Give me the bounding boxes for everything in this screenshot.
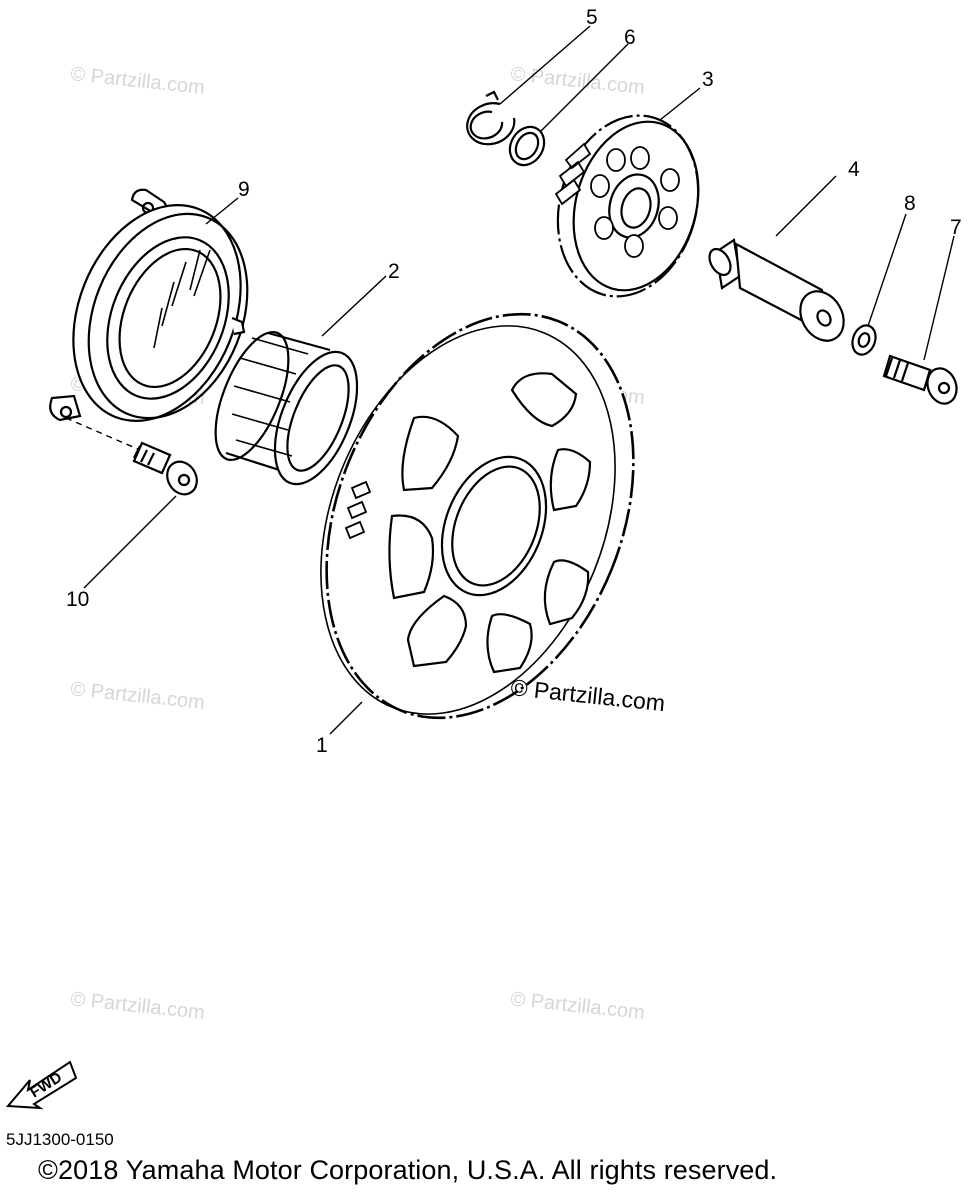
diagram-code: 5JJ1300-0150 xyxy=(6,1130,114,1149)
fwd-arrow-icon: FWD xyxy=(5,1060,78,1110)
callout-6: 6 xyxy=(624,26,636,49)
part-10-bolt[interactable] xyxy=(132,441,203,500)
part-8-washer[interactable] xyxy=(849,322,880,358)
part-3-idler-gear[interactable] xyxy=(537,99,718,313)
part-5-circlip[interactable] xyxy=(466,90,516,146)
callout-2: 2 xyxy=(388,260,400,283)
part-4-shaft[interactable] xyxy=(705,238,852,349)
leader-lines xyxy=(83,25,955,735)
callout-7: 7 xyxy=(950,216,962,239)
part-1-starter-gear[interactable] xyxy=(266,268,690,764)
watermark: © Partzilla.com xyxy=(69,988,205,1024)
callout-3: 3 xyxy=(702,68,714,91)
callout-4: 4 xyxy=(848,158,860,181)
watermark: © Partzilla.com xyxy=(69,678,205,714)
callout-1: 1 xyxy=(316,734,328,757)
watermark: © Partzilla.com xyxy=(509,988,645,1024)
partzilla-watermark: © Partzilla.com xyxy=(509,674,666,716)
part-7-bolt[interactable] xyxy=(882,354,961,408)
part-9-housing[interactable] xyxy=(43,180,277,451)
part-6-washer[interactable] xyxy=(503,121,551,172)
callout-10: 10 xyxy=(66,588,89,611)
callout-9: 9 xyxy=(238,178,250,201)
copyright-notice: ©2018 Yamaha Motor Corporation, U.S.A. A… xyxy=(38,1155,778,1185)
watermark: © Partzilla.com xyxy=(69,63,205,99)
callout-numbers: 1 2 3 4 5 6 7 8 9 10 xyxy=(66,6,962,757)
callout-8: 8 xyxy=(904,192,916,215)
part-2-bearing-cage[interactable] xyxy=(201,322,374,495)
callout-5: 5 xyxy=(586,6,598,29)
